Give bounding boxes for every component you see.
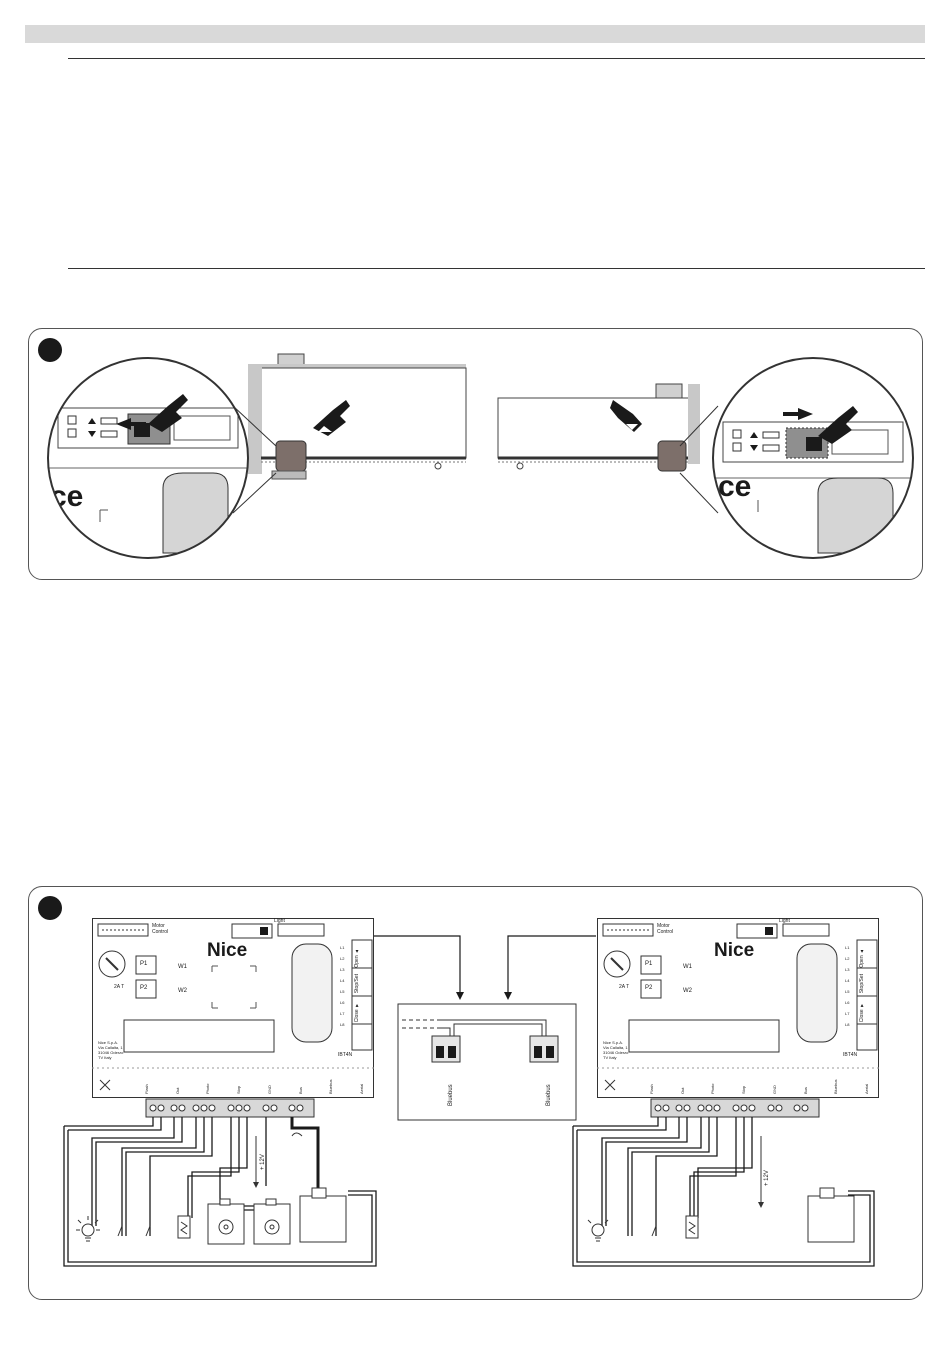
left-gate-motor xyxy=(248,353,467,480)
switch-icon xyxy=(117,1225,151,1237)
company-line: Via Callalta, 1 xyxy=(98,1045,123,1050)
company-line: 31046 Oderzo xyxy=(603,1050,629,1055)
photo-sensor-right xyxy=(253,1198,291,1245)
p2-button[interactable]: P2 xyxy=(140,985,148,991)
p1-button[interactable]: P1 xyxy=(140,961,148,967)
company-line: Nice S.p.A. xyxy=(603,1040,624,1045)
right-gate-motor xyxy=(497,383,700,472)
wiring-right xyxy=(572,1117,875,1267)
light-label: Light xyxy=(274,918,285,924)
header-bar xyxy=(25,25,925,43)
photocell-icon xyxy=(685,1215,699,1239)
w1-label: W1 xyxy=(178,964,187,970)
figure-1-badge xyxy=(38,338,62,362)
motor-control-label: Motor Control xyxy=(657,923,674,935)
p1-button[interactable]: P1 xyxy=(645,961,653,967)
bottom-rule xyxy=(68,268,925,269)
led-label: L2 xyxy=(845,956,850,961)
company-line: 31046 Oderzo xyxy=(98,1050,124,1055)
company-line: TV Italy xyxy=(603,1055,617,1060)
terminal-block-left xyxy=(145,1098,315,1118)
board-logo: Nice xyxy=(714,940,755,961)
flashing-light-icon xyxy=(76,1216,100,1242)
led-label: L5 xyxy=(845,989,850,994)
company-line: Nice S.p.A. xyxy=(98,1040,119,1045)
p2-button[interactable]: P2 xyxy=(645,985,653,991)
bluebus-wire-left xyxy=(290,1117,320,1191)
led-column: L1 L2 L3 L4 L5 L6 L7 L8 xyxy=(340,942,350,1030)
photocell-icon xyxy=(177,1215,191,1239)
led-label: L3 xyxy=(845,967,850,972)
company-address: Nice S.p.A. Via Callalta, 1 31046 Oderzo… xyxy=(98,1040,123,1060)
motor-control-label: Motor Control xyxy=(152,923,169,935)
wiring-diagram: + 12V + 12V xyxy=(63,935,875,1267)
logo-fragment-right: ce xyxy=(718,470,751,503)
led-label: L8 xyxy=(340,1022,345,1027)
right-magnifier: ce xyxy=(713,358,913,558)
figure-1-illustration: ce ce xyxy=(47,353,914,559)
voltage-arrow-left xyxy=(253,1136,259,1188)
company-line: Via Callalta, 1 xyxy=(603,1045,628,1050)
led-label: L8 xyxy=(845,1022,850,1027)
led-label: L5 xyxy=(340,989,345,994)
led-label: L6 xyxy=(845,1000,850,1005)
w1-label: W1 xyxy=(683,964,692,970)
company-address: Nice S.p.A. Via Callalta, 1 31046 Oderzo… xyxy=(603,1040,628,1060)
fuse-label: 2A T xyxy=(114,984,125,990)
flashing-light-icon xyxy=(587,1219,609,1242)
light-label: Light xyxy=(779,918,790,924)
model-label: IBT4N xyxy=(843,1052,858,1058)
top-rule xyxy=(68,58,925,59)
led-label: L4 xyxy=(845,978,850,983)
switch-icon xyxy=(651,1225,657,1237)
voltage-label-right: + 12V xyxy=(764,1170,770,1186)
board-logo: Nice xyxy=(207,940,248,961)
bluebus-label-right: Bluebus xyxy=(546,1084,552,1106)
photo-sensor-left xyxy=(207,1198,245,1245)
model-label: IBT4N xyxy=(338,1052,353,1058)
fuse-label: 2A T xyxy=(619,984,630,990)
led-label: L2 xyxy=(340,956,345,961)
figure-2-badge xyxy=(38,896,62,920)
voltage-arrow-right xyxy=(758,1136,764,1208)
bluebus-label-left: Bluebus xyxy=(448,1084,454,1106)
led-column: L1 L2 L3 L4 L5 L6 L7 L8 xyxy=(845,942,855,1030)
w2-label: W2 xyxy=(178,988,187,994)
receiver-module-right xyxy=(807,1187,855,1243)
terminal-block-right xyxy=(650,1098,820,1118)
led-label: L7 xyxy=(340,1011,345,1016)
control-board-left: Nice Motor Control Light P1 P2 W1 W2 2A … xyxy=(92,918,374,1098)
bluebus-connector-box xyxy=(374,935,596,1121)
led-label: L7 xyxy=(845,1011,850,1016)
led-label: L1 xyxy=(340,945,345,950)
led-label: L3 xyxy=(340,967,345,972)
voltage-label-left: + 12V xyxy=(260,1154,266,1170)
left-magnifier: ce xyxy=(48,358,248,558)
company-line: TV Italy xyxy=(98,1055,112,1060)
receiver-module-left xyxy=(299,1187,347,1243)
led-label: L1 xyxy=(845,945,850,950)
w2-label: W2 xyxy=(683,988,692,994)
control-board-right: Nice Motor Control Light P1 P2 W1 W2 2A … xyxy=(597,918,879,1098)
led-label: L4 xyxy=(340,978,345,983)
wiring-left xyxy=(63,1117,377,1267)
led-label: L6 xyxy=(340,1000,345,1005)
